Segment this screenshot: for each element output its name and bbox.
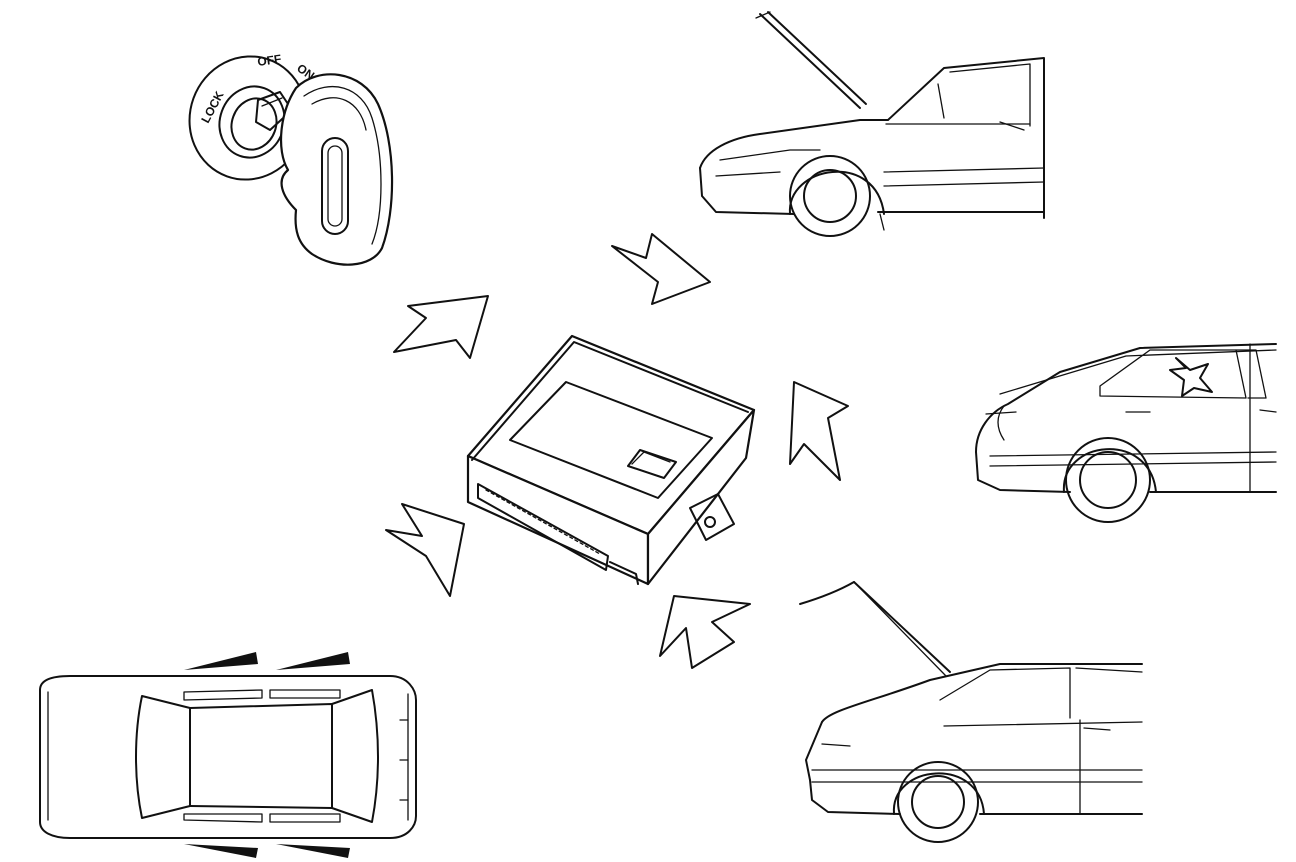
car-hood-open-icon <box>699 11 1045 237</box>
ignition-label-off: OFF <box>256 52 282 69</box>
inward-arrow-icon <box>611 233 711 305</box>
car-door-icon <box>975 343 1277 523</box>
car-top-view-flashing-lights-icon <box>39 652 417 858</box>
control-unit-module-icon <box>466 334 756 586</box>
inward-arrow-icon <box>789 381 849 481</box>
car-tailgate-open-icon <box>799 581 1143 843</box>
inward-arrow-icon <box>385 503 465 597</box>
inward-arrow-icon <box>659 595 751 669</box>
inward-arrow-icon <box>393 295 489 359</box>
ignition-label-lock: LOCK <box>198 89 226 126</box>
ignition-key-icon: LOCK OFF ON <box>188 52 394 266</box>
